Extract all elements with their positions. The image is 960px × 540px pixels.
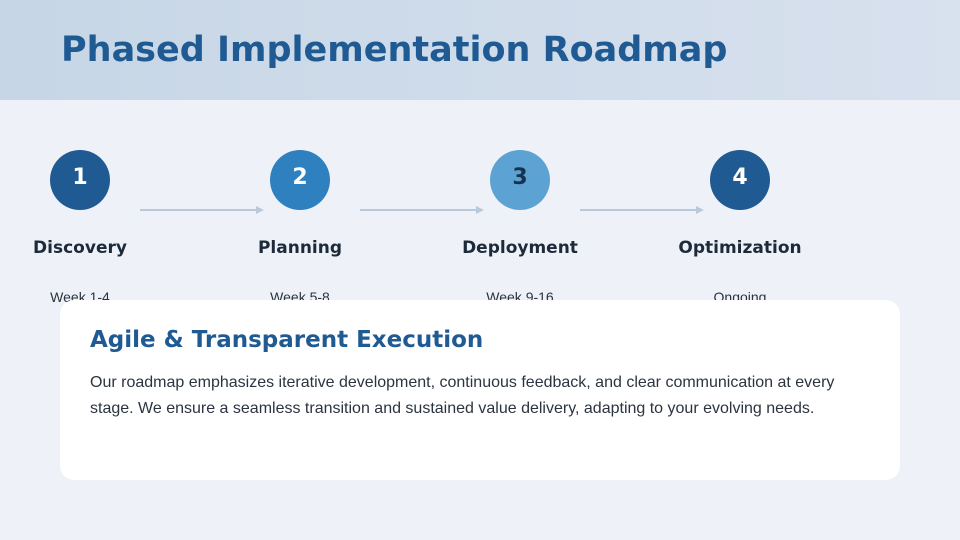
step-title: Optimization xyxy=(678,238,802,258)
step-number-badge: 3 xyxy=(490,150,550,210)
step-number-badge: 4 xyxy=(710,150,770,210)
header-banner: Phased Implementation Roadmap xyxy=(0,0,960,100)
step-title: Discovery xyxy=(33,238,127,258)
step-number-badge: 1 xyxy=(50,150,110,210)
summary-body: Our roadmap emphasizes iterative develop… xyxy=(90,374,835,417)
step-title: Deployment xyxy=(462,238,578,258)
step-number-badge: 2 xyxy=(270,150,330,210)
arrow-right-icon xyxy=(360,206,484,214)
page-title: Phased Implementation Roadmap xyxy=(61,30,728,70)
summary-card: Agile & Transparent Execution Our roadma… xyxy=(60,300,900,480)
arrow-right-icon xyxy=(140,206,264,214)
summary-title: Agile & Transparent Execution xyxy=(90,327,484,353)
arrow-right-icon xyxy=(580,206,704,214)
step-title: Planning xyxy=(257,238,343,258)
